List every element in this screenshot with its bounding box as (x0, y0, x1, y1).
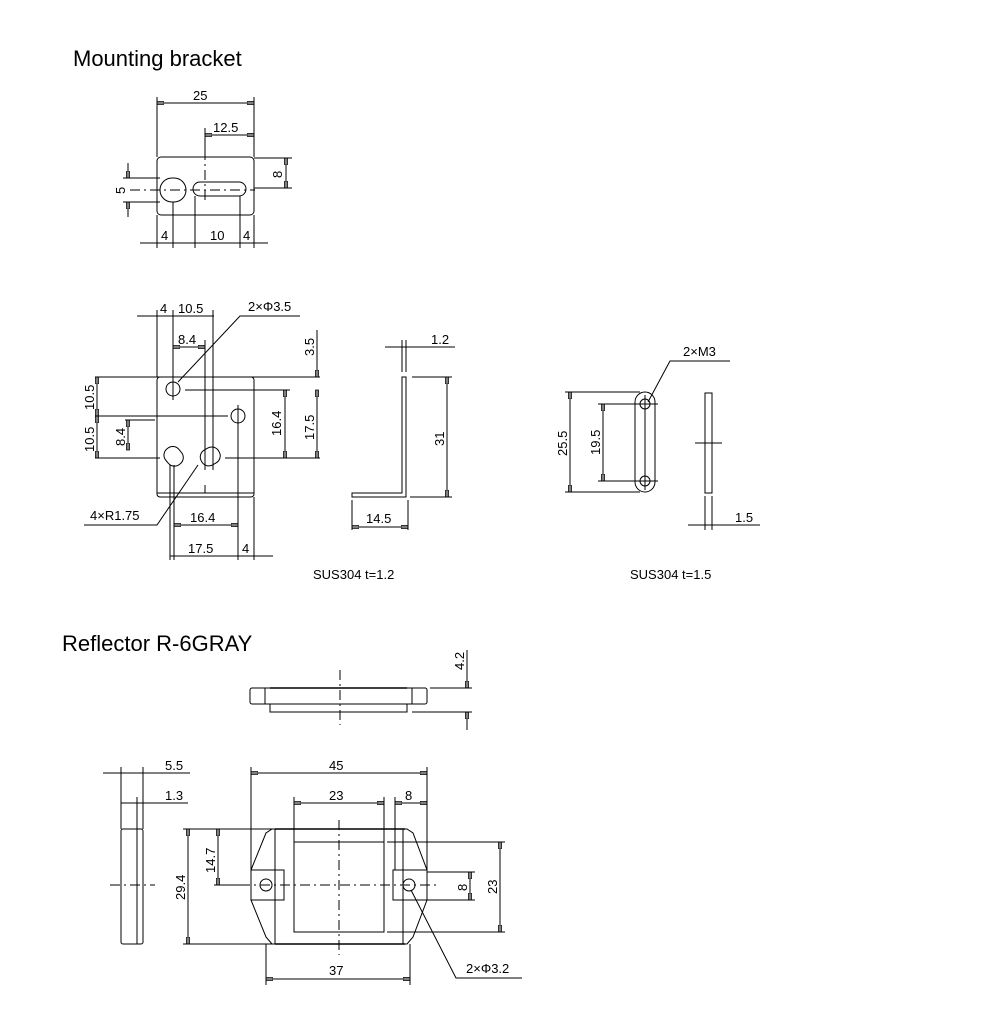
dim-label: 37 (329, 963, 343, 978)
dim-label: 10.5 (82, 385, 97, 410)
dim-label: 5.5 (165, 758, 183, 773)
reflector-front-view: 45 23 8 29.4 14.7 8 23 37 2×Φ3.2 (173, 758, 522, 985)
dim-label: 5 (113, 187, 128, 194)
dim-label: 16.4 (190, 510, 215, 525)
bracket-front-view: 4 10.5 8.4 2×Φ3.5 3.5 17.5 16.4 10.5 10.… (82, 299, 320, 560)
reflector-side-view: 5.5 1.3 (103, 758, 190, 945)
dim-label: 8 (455, 884, 470, 891)
dim-label: 8 (270, 171, 285, 178)
callout-holes: 2×Φ3.5 (248, 299, 291, 314)
dim-label: 31 (432, 432, 447, 446)
dim-label: 4 (242, 541, 249, 556)
dim-label: 25.5 (555, 431, 570, 456)
dim-label: 45 (329, 758, 343, 773)
section-title-reflector: Reflector R-6GRAY (62, 631, 253, 656)
callout-slots: 4×R1.75 (90, 508, 140, 523)
dim-label: 17.5 (188, 541, 213, 556)
dim-label: 1.2 (431, 332, 449, 347)
dim-label: 23 (329, 788, 343, 803)
material-note: SUS304 t=1.2 (313, 567, 394, 582)
dim-label: 23 (485, 880, 500, 894)
dim-label: 4 (160, 301, 167, 316)
dim-label: 3.5 (302, 338, 317, 356)
dim-label: 14.5 (366, 511, 391, 526)
bracket-side-view: 1.2 31 14.5 SUS304 t=1.2 (313, 332, 455, 582)
dim-label: 25 (193, 88, 207, 103)
bracket-top-view: 25 12.5 8 5 4 10 4 (113, 88, 292, 248)
dim-label: 19.5 (588, 430, 603, 455)
dim-label: 29.4 (173, 875, 188, 900)
dim-label: 1.3 (165, 788, 183, 803)
dim-label: 16.4 (269, 411, 284, 436)
callout-threads: 2×M3 (683, 344, 716, 359)
dim-label: 10.5 (82, 427, 97, 452)
reflector-top-view: 4.2 (249, 650, 472, 730)
dim-label: 4 (243, 228, 250, 243)
dim-label: 1.5 (735, 510, 753, 525)
dim-label: 14.7 (203, 848, 218, 873)
callout-holes: 2×Φ3.2 (466, 961, 509, 976)
material-note: SUS304 t=1.5 (630, 567, 711, 582)
dim-label: 17.5 (302, 415, 317, 440)
dim-label: 12.5 (213, 120, 238, 135)
dim-label: 10 (210, 228, 224, 243)
dim-label: 8.4 (178, 332, 196, 347)
section-title-mounting-bracket: Mounting bracket (73, 46, 242, 71)
dim-label: 4.2 (452, 652, 467, 670)
dim-label: 4 (161, 228, 168, 243)
dim-label: 8 (405, 788, 412, 803)
bracket-plate-view: 2×M3 25.5 19.5 1.5 SUS304 t=1.5 (555, 344, 760, 582)
dim-label: 10.5 (178, 301, 203, 316)
dim-label: 8.4 (113, 428, 128, 446)
